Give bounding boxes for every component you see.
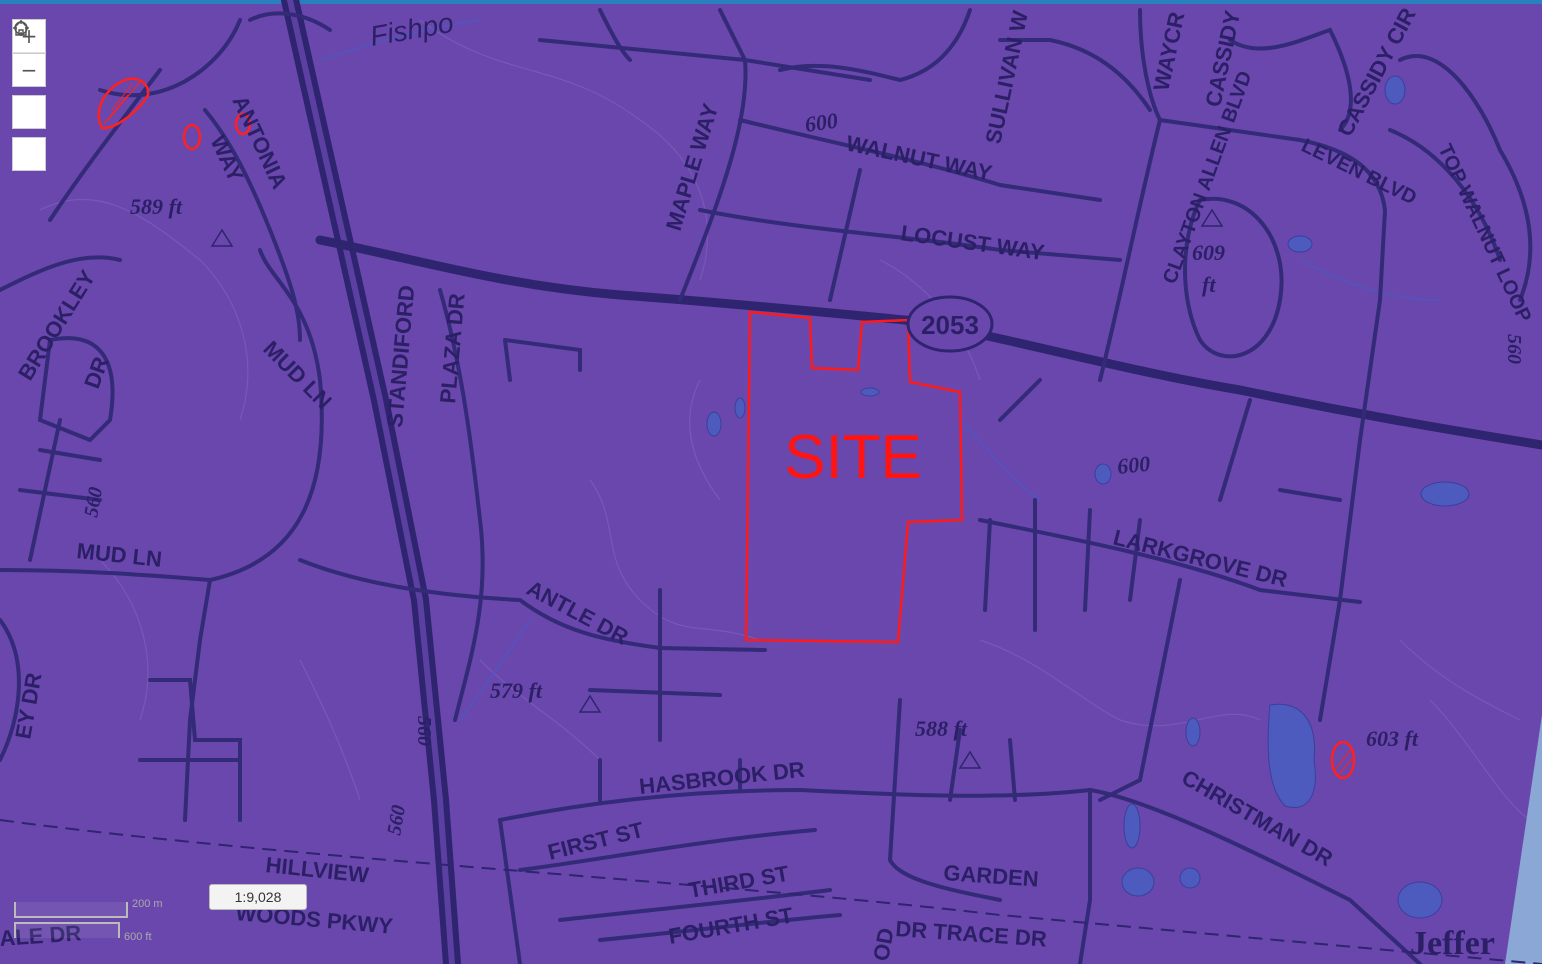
locate-button[interactable] xyxy=(12,20,46,171)
label-fourth-st: FOURTH ST xyxy=(667,902,796,949)
elev-589: 589 ft xyxy=(130,194,183,219)
top-accent-bar xyxy=(0,0,1542,4)
site-boundary[interactable] xyxy=(744,310,964,644)
route-shield-label: 2053 xyxy=(921,310,979,340)
label-jefferson: Jeffer xyxy=(1410,925,1495,962)
elev-603: 603 ft xyxy=(1366,726,1419,751)
red-hatch-areas xyxy=(97,77,1356,780)
benchmarks xyxy=(210,208,1224,769)
scale-bar-imperial-label: 600 ft xyxy=(124,931,152,943)
water-edge-east xyxy=(1505,715,1542,964)
crosshair-icon xyxy=(13,20,29,36)
elev-579: 579 ft xyxy=(490,678,543,703)
elev-609: 609 xyxy=(1192,240,1225,265)
label-locust-way: LOCUST WAY xyxy=(899,220,1046,265)
scale-bar: 200 m 600 ft xyxy=(14,898,194,946)
label-larkgrove-dr: LARKGROVE DR xyxy=(1111,525,1290,592)
elevation-labels: 589 ft 579 ft 588 ft 603 ft 609 ft 600 6… xyxy=(80,108,1525,837)
map-controls: + − xyxy=(12,19,46,171)
label-walnut-way: WALNUT WAY xyxy=(844,130,995,185)
railroad-line xyxy=(0,819,1542,964)
scale-ratio: 1:9,028 xyxy=(209,884,307,910)
label-waycross: WAYCR xyxy=(1148,10,1189,93)
label-ale-dr: ALE DR xyxy=(0,920,82,951)
label-plaza-dr: PLAZA DR xyxy=(435,292,470,404)
label-trace-dr: DR TRACE DR xyxy=(895,916,1048,952)
label-standiford: STANDIFORD xyxy=(382,284,419,428)
zoom-in-button[interactable]: + xyxy=(12,19,46,53)
label-sullivan: SULLIVAN W xyxy=(980,8,1033,146)
label-garden: GARDEN xyxy=(943,860,1040,892)
scale-bar-metric-label: 200 m xyxy=(132,898,163,910)
zoom-out-button[interactable]: − xyxy=(12,53,46,87)
elev-588: 588 ft xyxy=(915,716,968,741)
label-mud-ln-2: MUD LN xyxy=(258,336,336,414)
local-roads xyxy=(0,8,1533,964)
route-shield: 2053 xyxy=(906,295,994,353)
water-bodies xyxy=(706,75,1470,919)
elev-600-b: 600 xyxy=(1116,451,1151,479)
elev-560-c: 560 xyxy=(413,716,435,746)
label-od: OD xyxy=(868,926,898,963)
elev-600-a: 600 xyxy=(803,108,839,137)
label-top-walnut-loop: TOP WALNUT LOOP xyxy=(1433,141,1535,326)
site-label: SITE xyxy=(784,423,922,492)
scale-bar-imperial xyxy=(14,922,120,938)
label-ley-dr: EY DR xyxy=(10,671,46,741)
label-mud-ln-1: MUD LN xyxy=(75,538,163,572)
elev-609-ft: ft xyxy=(1202,272,1216,297)
label-fishpool: Fishpo xyxy=(368,7,456,52)
scale-bar-metric xyxy=(14,902,128,918)
elev-560-b: 560 xyxy=(383,804,410,837)
elev-560-d: 560 xyxy=(1503,334,1525,364)
label-antonia-way: WAY xyxy=(205,132,248,186)
street-labels: Fishpo ANTONIA WAY BROOKLEY DR MUD LN MU… xyxy=(0,4,1535,963)
label-brookley-dr: DR xyxy=(79,353,113,392)
home-button[interactable] xyxy=(12,20,46,129)
label-leven-blvd: LEVEN BLVD xyxy=(1298,135,1420,210)
elev-560-a: 560 xyxy=(80,486,107,519)
streams xyxy=(319,19,1441,721)
